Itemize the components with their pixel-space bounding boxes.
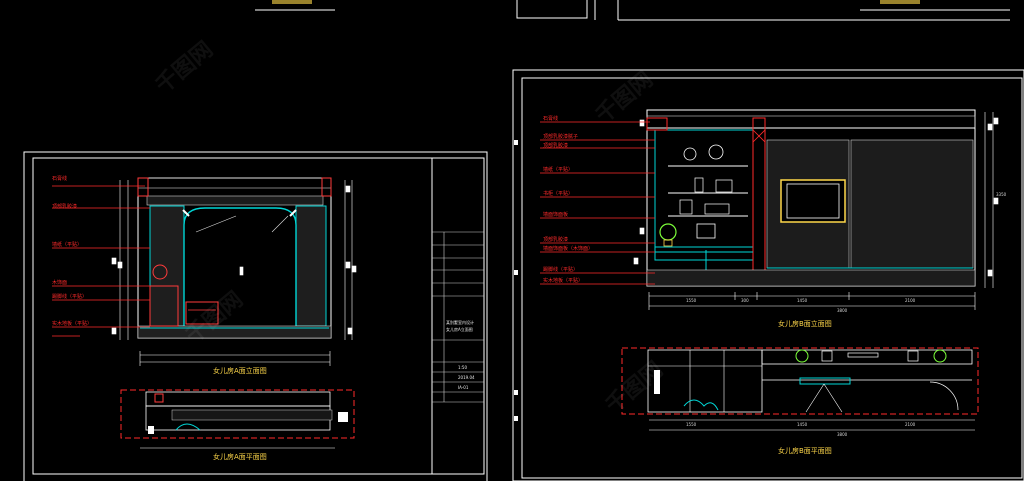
top-partial-sheets: [255, 0, 1010, 21]
dim-elev-total: 3800: [837, 308, 848, 313]
title-block-drawing: 女儿房A立面图: [446, 327, 473, 332]
title-block-project: 某别墅室内设计: [446, 320, 474, 325]
right-plan-title: 女儿房B面平面图: [778, 447, 832, 455]
right-elevation: [646, 109, 976, 287]
dim-plan-total: 3800: [837, 432, 848, 437]
right-callout-7: 顶部乳胶漆: [543, 237, 569, 243]
dim-elev-2: 300: [741, 298, 749, 303]
left-callout-6: 实木地板（平贴）: [52, 321, 93, 327]
dim-elev-height: 3350: [996, 192, 1007, 197]
left-callout-4: 木饰面: [52, 280, 68, 286]
right-elevation-title: 女儿房B面立面图: [778, 320, 832, 328]
left-leaders: [52, 185, 150, 337]
left-callout-2: 顶部乳胶漆: [52, 204, 78, 210]
right-callout-4: 墙纸（平贴）: [543, 167, 574, 173]
dim-plan-2: 1450: [797, 422, 808, 427]
right-callout-6: 墙面饰面板: [543, 212, 569, 218]
dim-elev-4: 2100: [905, 298, 916, 303]
dim-plan-3: 2100: [905, 422, 916, 427]
right-dimensions: [633, 112, 999, 431]
title-block-number: IA-01: [458, 385, 469, 390]
left-callout-1: 石膏线: [52, 176, 68, 182]
title-block-date: 2019.04: [458, 375, 475, 380]
left-elevation-title: 女儿房A面立面图: [213, 367, 267, 375]
right-callout-5: 书柜（平贴）: [543, 191, 574, 197]
left-callout-5: 踢脚线（平贴）: [52, 294, 88, 300]
top-partial-titles: [272, 0, 920, 4]
right-callout-9: 踢脚线（平贴）: [543, 267, 579, 273]
left-sheet-frame: [23, 151, 488, 481]
dim-elev-3: 1450: [797, 298, 808, 303]
right-leaders: [540, 121, 655, 285]
right-callout-10: 实木地板（平贴）: [543, 278, 584, 284]
left-elevation: [137, 177, 332, 339]
left-plan: [120, 389, 355, 449]
right-plan: [621, 347, 979, 415]
right-callout-1: 石膏线: [543, 116, 559, 122]
right-callout-3: 顶部乳胶漆: [543, 143, 569, 149]
left-callout-3: 墙纸（平贴）: [52, 242, 83, 248]
dim-plan-1: 1550: [686, 422, 697, 427]
left-dimensions: [111, 180, 357, 366]
right-edge-markers: [514, 140, 518, 421]
right-sheet-frame: [512, 69, 1024, 481]
left-title-block: [432, 231, 484, 403]
dim-elev-1: 1550: [686, 298, 697, 303]
right-callout-2: 顶部乳胶漆腻子: [543, 134, 579, 140]
right-callout-8: 墙面饰面板（木饰面）: [543, 246, 594, 252]
left-plan-title: 女儿房A面平面图: [213, 453, 267, 461]
title-block-scale: 1:50: [458, 365, 467, 370]
